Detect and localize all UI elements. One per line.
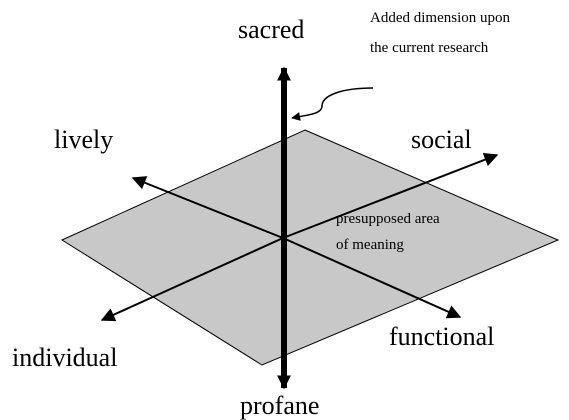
area-label-line-1: presupposed area (336, 211, 440, 227)
annotation-line-1: Added dimension upon (370, 10, 510, 26)
label-profane: profane (240, 391, 320, 420)
label-sacred: sacred (238, 15, 305, 44)
label-social: social (411, 125, 472, 154)
meaning-plane (60, 129, 560, 366)
individual-axis-segment (100, 237, 284, 322)
area-label-line-2: of meaning (336, 237, 404, 253)
lively-functional-axis (131, 176, 284, 239)
label-lively: lively (54, 125, 114, 154)
annotation-line-2: the current research (370, 40, 489, 56)
label-functional: functional (389, 322, 495, 351)
label-individual: individual (12, 343, 118, 372)
individual-social-axis (282, 153, 499, 239)
annotation-pointer (291, 87, 374, 121)
functional-axis-segment (282, 237, 462, 319)
